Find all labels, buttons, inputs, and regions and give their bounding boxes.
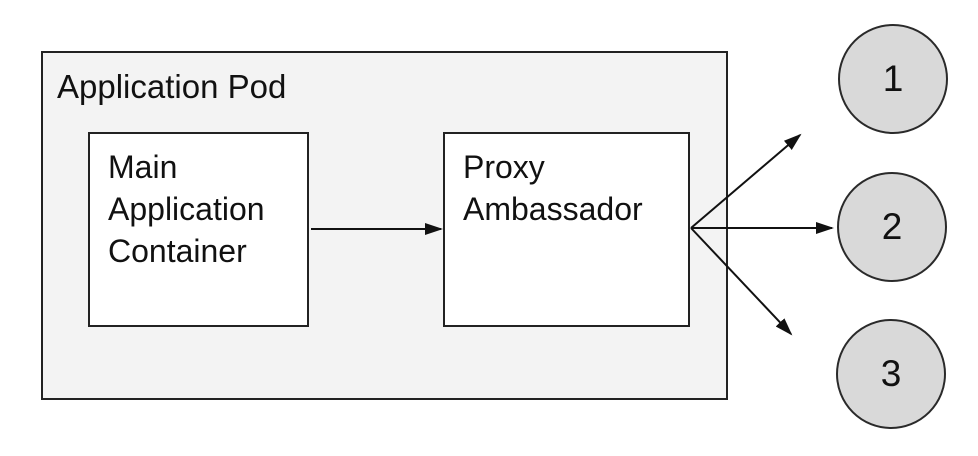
- node-circle-2: 2: [837, 172, 947, 282]
- main-application-container-label: Main Application Container: [108, 149, 265, 269]
- node-2-label: 2: [881, 206, 903, 247]
- container-box-main-application: Main Application Container: [88, 132, 309, 327]
- node-1-label: 1: [882, 58, 904, 99]
- node-3-label: 3: [880, 353, 902, 394]
- proxy-ambassador-label: Proxy Ambassador: [463, 149, 643, 227]
- pod-title: Application Pod: [57, 68, 287, 105]
- node-circle-1: 1: [838, 24, 948, 134]
- node-circle-3: 3: [836, 319, 946, 429]
- container-box-proxy-ambassador: Proxy Ambassador: [443, 132, 690, 327]
